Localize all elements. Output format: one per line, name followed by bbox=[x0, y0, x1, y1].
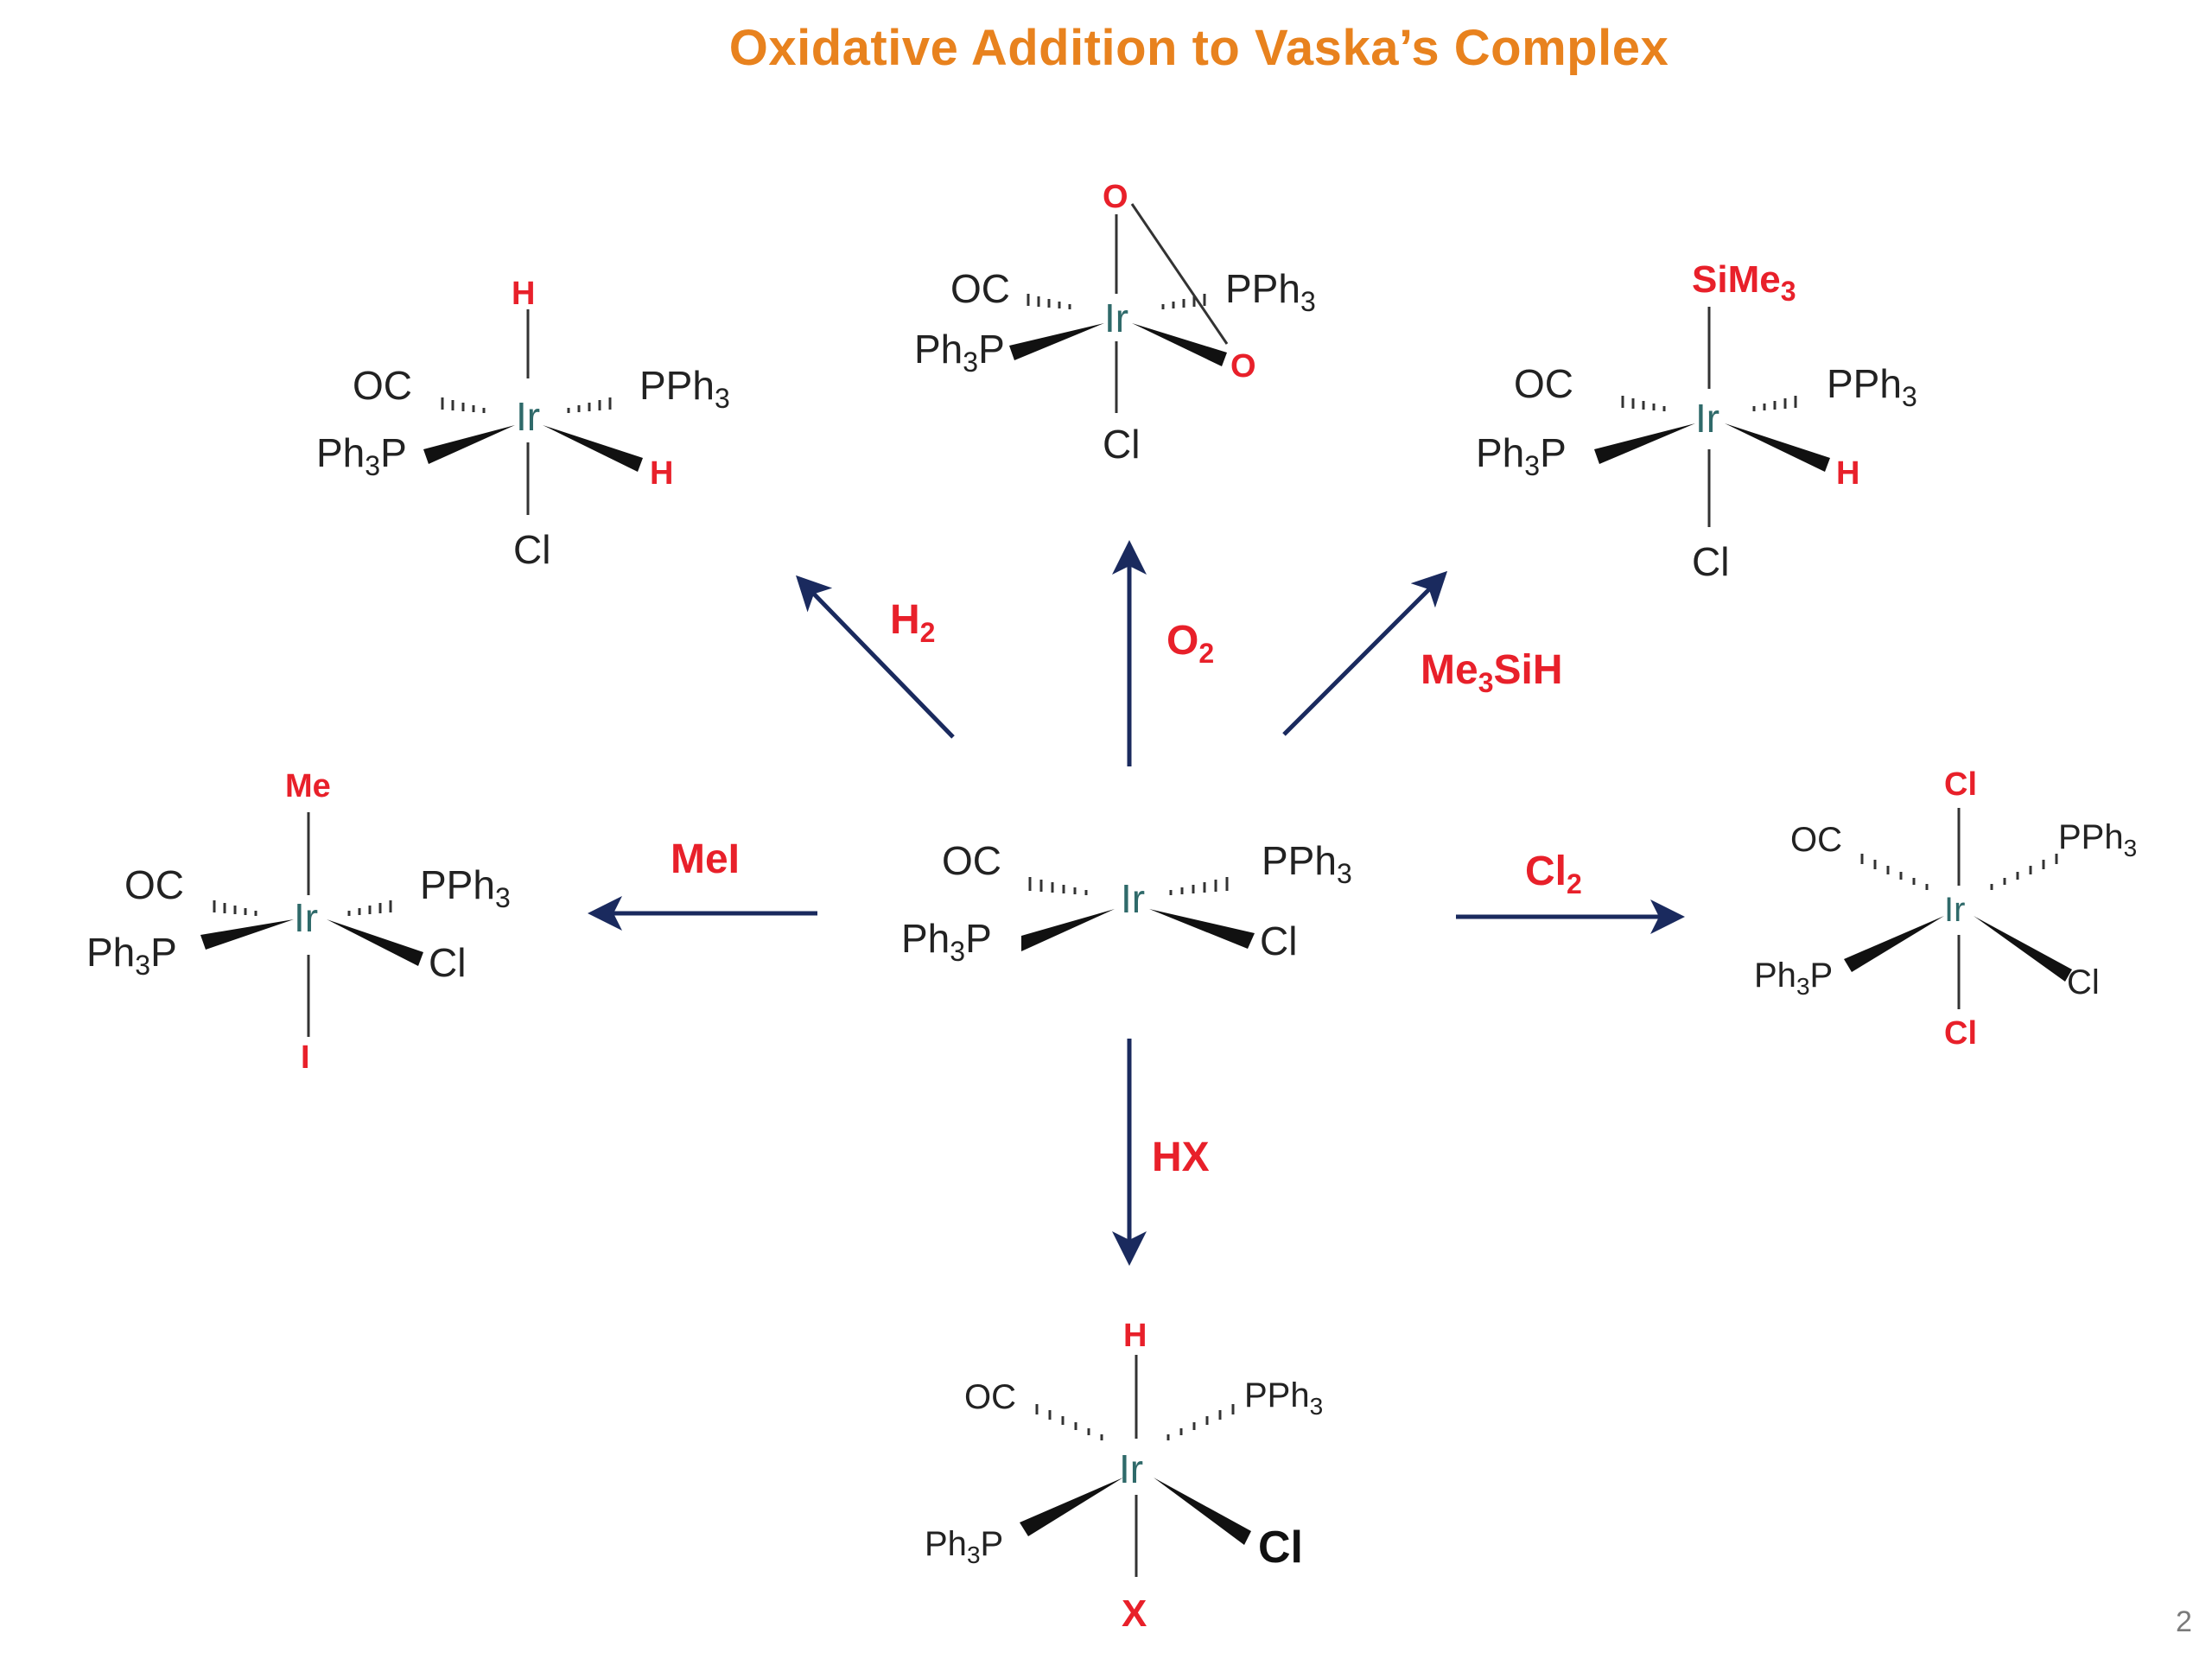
reagent-mei: MeI bbox=[671, 836, 740, 882]
svg-text:I: I bbox=[301, 1039, 310, 1076]
reaction-arrows bbox=[588, 540, 1685, 1266]
svg-text:Cl: Cl bbox=[1944, 766, 1977, 803]
svg-text:Ir: Ir bbox=[1121, 876, 1145, 921]
product-me3sih: SiMe3 OC Ir PPh3 Ph3P H Cl bbox=[1476, 258, 1917, 584]
svg-text:PPh3: PPh3 bbox=[1244, 1376, 1323, 1420]
svg-text:H: H bbox=[1123, 1318, 1147, 1354]
arrow-h2 bbox=[796, 575, 955, 739]
svg-text:Cl: Cl bbox=[1258, 1522, 1303, 1573]
svg-text:O: O bbox=[1230, 348, 1256, 385]
svg-text:O: O bbox=[1103, 179, 1128, 215]
svg-text:OC: OC bbox=[1514, 361, 1573, 406]
svg-text:OC: OC bbox=[964, 1378, 1016, 1416]
svg-text:H: H bbox=[1836, 455, 1859, 492]
svg-text:H: H bbox=[650, 455, 673, 492]
product-hx: H OC Ir PPh3 Ph3P Cl X bbox=[925, 1318, 1323, 1635]
product-cl2: Cl OC Ir PPh3 Ph3P Cl Cl bbox=[1754, 766, 2137, 1052]
product-mei: Me OC Ir PPh3 Ph3P Cl I bbox=[86, 768, 511, 1076]
svg-text:PPh3: PPh3 bbox=[1262, 838, 1352, 889]
svg-text:OC: OC bbox=[942, 838, 1001, 883]
svg-text:Ir: Ir bbox=[294, 895, 318, 940]
svg-text:Ph3P: Ph3P bbox=[316, 430, 407, 481]
svg-text:Ph3P: Ph3P bbox=[901, 916, 992, 967]
svg-text:Cl: Cl bbox=[1103, 422, 1140, 467]
svg-text:Ph3P: Ph3P bbox=[86, 930, 177, 981]
svg-text:OC: OC bbox=[1790, 821, 1842, 859]
reagent-cl2: Cl2 bbox=[1525, 849, 1582, 899]
reagent-hx: HX bbox=[1152, 1135, 1210, 1180]
svg-text:PPh3: PPh3 bbox=[420, 862, 511, 913]
svg-text:Cl: Cl bbox=[2067, 963, 2100, 1001]
svg-text:Me: Me bbox=[285, 768, 331, 804]
vaska-complex: OC Ir PPh3 Ph3P Cl bbox=[901, 838, 1352, 967]
svg-text:Ir: Ir bbox=[1119, 1446, 1143, 1491]
svg-text:OC: OC bbox=[950, 266, 1010, 311]
arrow-me3sih bbox=[1282, 570, 1448, 736]
svg-text:X: X bbox=[1122, 1592, 1147, 1635]
svg-text:Cl: Cl bbox=[1260, 918, 1297, 963]
svg-text:Cl: Cl bbox=[1692, 539, 1729, 584]
product-h2: H OC Ir PPh3 Ph3P H Cl bbox=[316, 276, 730, 572]
svg-text:Ir: Ir bbox=[516, 394, 540, 439]
slide-title: Oxidative Addition to Vaska’s Complex bbox=[728, 20, 1669, 76]
svg-text:Ir: Ir bbox=[1104, 296, 1128, 340]
product-o2: O OC Ir PPh3 Ph3P O Cl bbox=[914, 179, 1316, 467]
svg-text:Ir: Ir bbox=[1944, 891, 1965, 929]
svg-text:Ph3P: Ph3P bbox=[925, 1525, 1003, 1568]
svg-text:PPh3: PPh3 bbox=[1827, 361, 1917, 412]
reagent-h2: H2 bbox=[890, 597, 935, 648]
svg-text:Cl: Cl bbox=[429, 940, 466, 985]
svg-text:PPh3: PPh3 bbox=[639, 363, 730, 414]
svg-text:SiMe3: SiMe3 bbox=[1692, 258, 1796, 307]
svg-text:OC: OC bbox=[124, 862, 184, 907]
svg-text:Ph3P: Ph3P bbox=[914, 327, 1005, 378]
svg-text:Ph3P: Ph3P bbox=[1476, 430, 1567, 481]
reagent-o2: O2 bbox=[1166, 618, 1214, 669]
svg-text:PPh3: PPh3 bbox=[1225, 266, 1316, 317]
svg-text:PPh3: PPh3 bbox=[2058, 818, 2137, 861]
svg-text:Ph3P: Ph3P bbox=[1754, 957, 1833, 1000]
svg-text:Ir: Ir bbox=[1695, 396, 1719, 441]
reagent-me3sih: Me3SiH bbox=[1421, 647, 1563, 698]
svg-text:Cl: Cl bbox=[1944, 1015, 1977, 1052]
svg-text:Cl: Cl bbox=[513, 527, 550, 572]
slide-number: 2 bbox=[2176, 1605, 2192, 1638]
svg-text:H: H bbox=[512, 276, 535, 312]
svg-text:OC: OC bbox=[353, 363, 412, 408]
